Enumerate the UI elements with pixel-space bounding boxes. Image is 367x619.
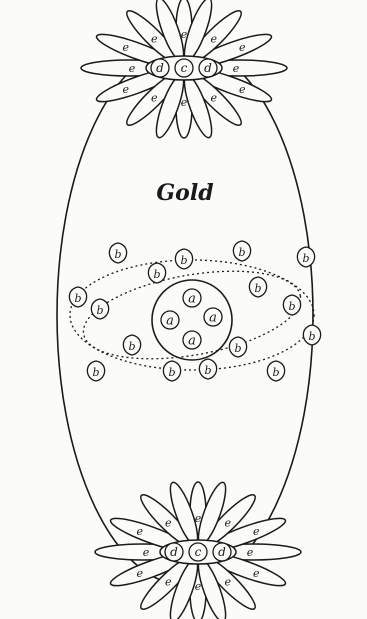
e-label: e	[233, 62, 240, 75]
svg-text:d: d	[170, 545, 178, 559]
e-label: e	[129, 62, 136, 75]
e-label: e	[239, 83, 246, 96]
svg-text:d: d	[218, 545, 226, 559]
svg-text:a: a	[188, 334, 196, 349]
svg-text:b: b	[234, 342, 241, 355]
svg-text:d: d	[204, 61, 212, 75]
svg-text:b: b	[128, 340, 135, 353]
e-label: e	[253, 567, 260, 580]
svg-text:b: b	[288, 300, 295, 313]
b-particle: b	[175, 249, 192, 269]
d-particle: d	[165, 543, 183, 561]
b-particle: b	[297, 247, 314, 267]
e-label: e	[210, 92, 217, 105]
svg-text:b: b	[204, 364, 211, 377]
e-label: e	[143, 546, 150, 559]
e-label: e	[122, 83, 129, 96]
b-particle: b	[249, 277, 266, 297]
e-label: e	[181, 96, 188, 109]
a-particle: a	[161, 311, 179, 329]
e-label: e	[195, 580, 202, 593]
e-label: e	[239, 41, 246, 54]
svg-text:b: b	[254, 282, 261, 295]
d-particle: d	[213, 543, 231, 561]
svg-text:b: b	[92, 366, 99, 379]
svg-text:a: a	[188, 292, 196, 307]
c-particle: c	[189, 543, 207, 561]
e-label: e	[136, 525, 143, 538]
svg-text:b: b	[114, 248, 121, 261]
b-particle: b	[123, 335, 140, 355]
b-particle: b	[87, 361, 104, 381]
e-label: e	[247, 546, 254, 559]
svg-text:b: b	[96, 304, 103, 317]
e-label: e	[151, 92, 158, 105]
e-label: e	[136, 567, 143, 580]
svg-text:b: b	[308, 330, 315, 343]
e-label: e	[165, 516, 172, 529]
svg-text:b: b	[168, 366, 175, 379]
b-particle: b	[148, 263, 165, 283]
e-label: e	[210, 32, 217, 45]
svg-text:a: a	[166, 314, 174, 329]
svg-text:b: b	[272, 366, 279, 379]
diagram-title: Gold	[156, 180, 213, 206]
svg-text:b: b	[153, 268, 160, 281]
svg-text:d: d	[156, 61, 164, 75]
d-particle: d	[151, 59, 169, 77]
svg-text:c: c	[181, 61, 188, 75]
b-particle: b	[199, 359, 216, 379]
b-particle: b	[303, 325, 320, 345]
e-label: e	[122, 41, 129, 54]
b-particle: b	[91, 299, 108, 319]
e-label: e	[195, 512, 202, 525]
b-particle: b	[267, 361, 284, 381]
a-particle: a	[183, 331, 201, 349]
b-particle: b	[283, 295, 300, 315]
b-particle: b	[163, 361, 180, 381]
e-label: e	[224, 516, 231, 529]
a-particle: a	[183, 289, 201, 307]
svg-text:b: b	[74, 292, 81, 305]
a-particle: a	[204, 308, 222, 326]
svg-text:b: b	[238, 246, 245, 259]
svg-text:a: a	[209, 311, 217, 326]
c-particle: c	[175, 59, 193, 77]
d-particle: d	[199, 59, 217, 77]
b-particle: b	[233, 241, 250, 261]
b-particle: b	[69, 287, 86, 307]
b-particle: b	[229, 337, 246, 357]
svg-text:c: c	[195, 545, 202, 559]
e-label: e	[151, 32, 158, 45]
svg-text:b: b	[302, 252, 309, 265]
svg-text:b: b	[180, 254, 187, 267]
e-label: e	[165, 576, 172, 589]
e-label: e	[224, 576, 231, 589]
e-label: e	[253, 525, 260, 538]
e-label: e	[181, 28, 188, 41]
b-particle: b	[109, 243, 126, 263]
